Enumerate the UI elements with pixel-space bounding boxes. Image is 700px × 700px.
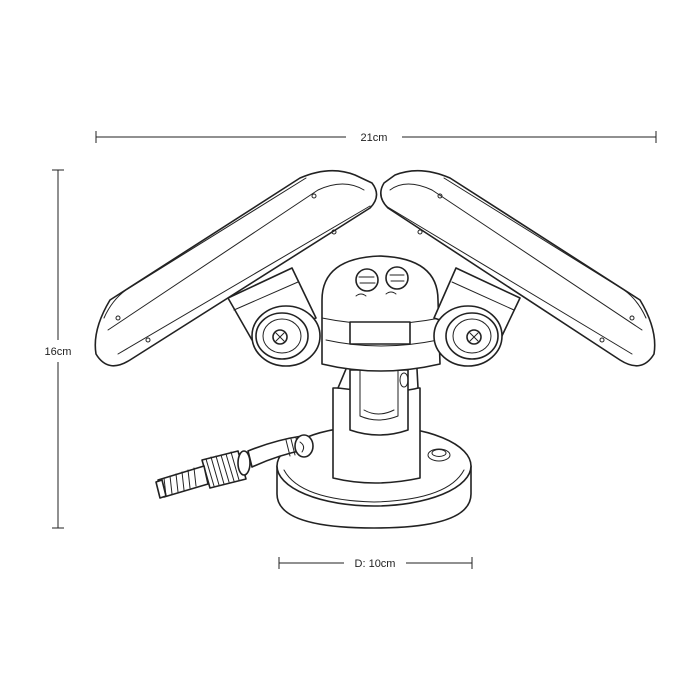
left-lamp-panel	[94, 169, 378, 367]
sensor-housing	[321, 255, 441, 372]
height-dimension: 16cm	[45, 169, 72, 529]
width-label: 21cm	[361, 132, 388, 144]
right-pivot	[433, 267, 521, 367]
left-pivot	[227, 267, 321, 367]
width-dimension: 21cm	[95, 131, 657, 144]
base-diameter-dimension: D: 10cm	[278, 557, 473, 570]
floodlight-product-drawing	[94, 169, 656, 529]
right-lamp-panel	[380, 169, 656, 367]
height-label: 16cm	[45, 346, 72, 358]
power-cable	[155, 434, 314, 499]
base-diameter-label: D: 10cm	[355, 558, 396, 570]
